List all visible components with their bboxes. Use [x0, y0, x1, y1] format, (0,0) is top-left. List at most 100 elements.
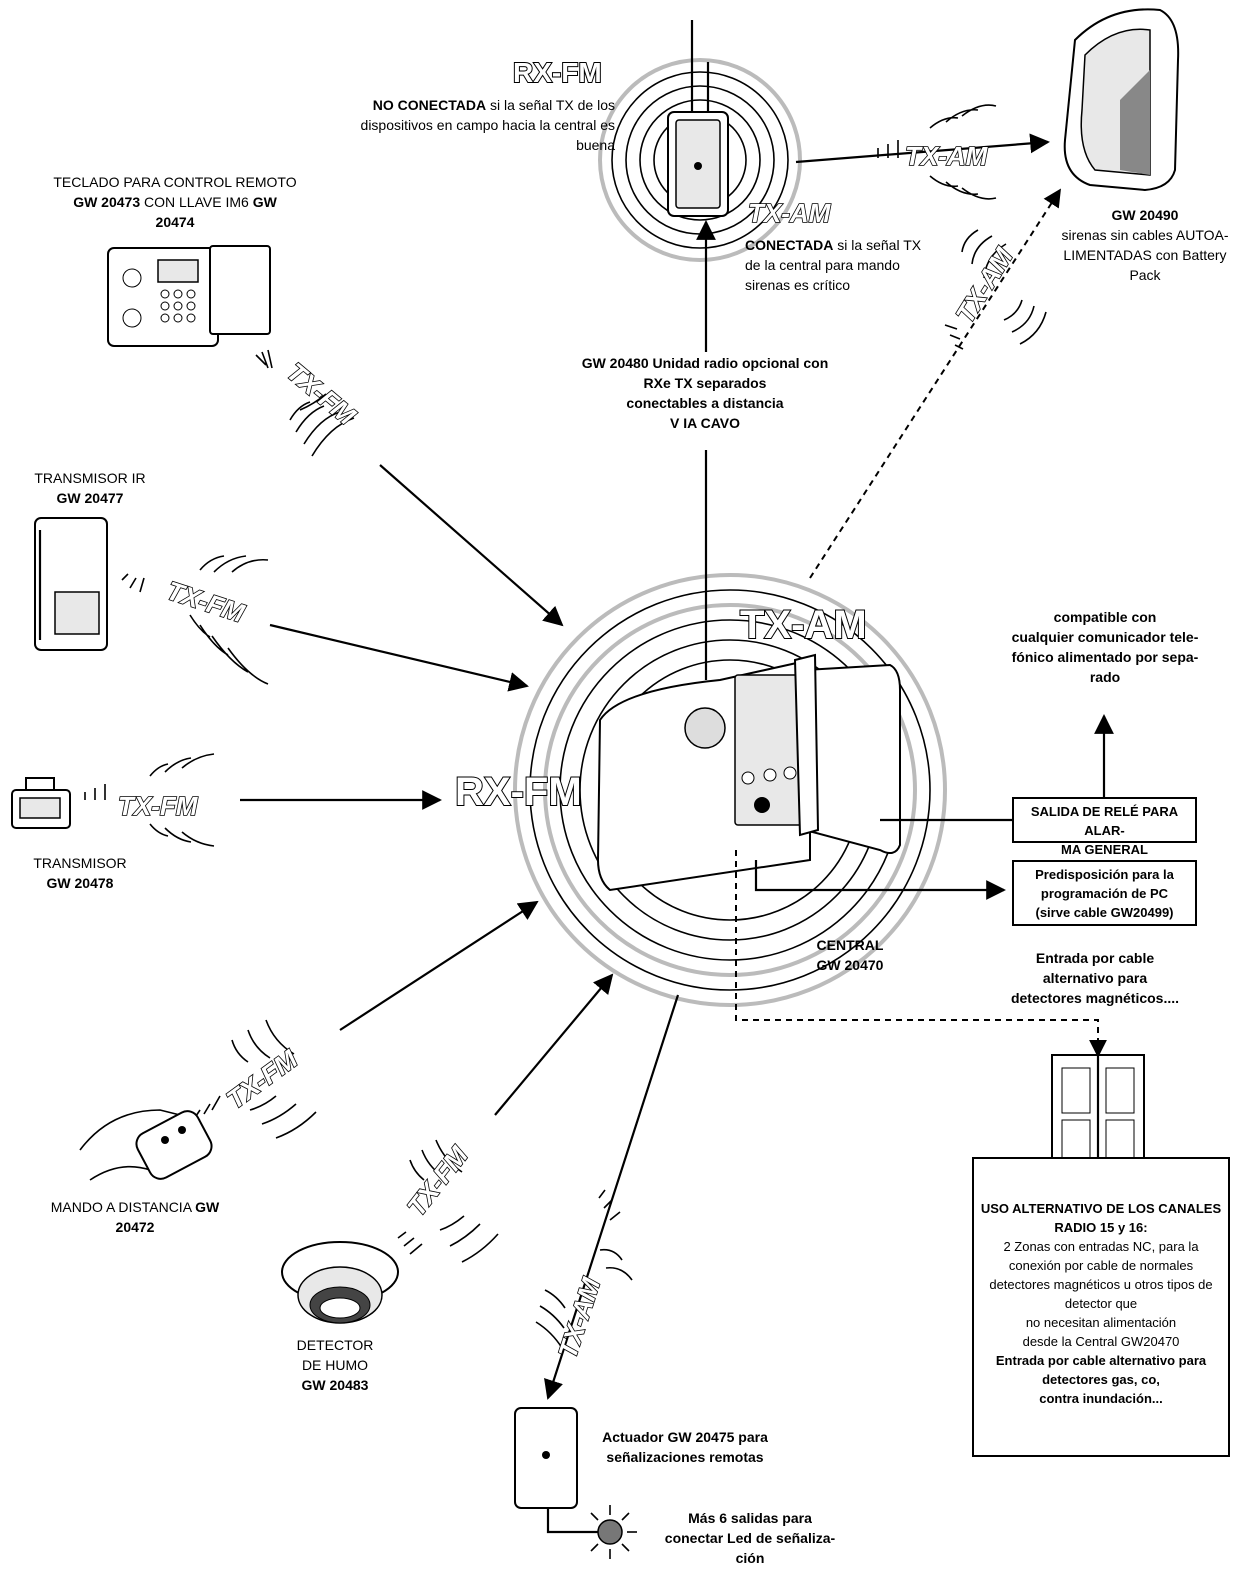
smoke-detector-label: DETECTOR DE HUMO GW 20483	[270, 1335, 400, 1395]
siren-code: GW 20490	[1111, 207, 1179, 223]
siren-label: GW 20490 sirenas sin cables AUTOA- LIMEN…	[1050, 205, 1240, 285]
remote-name: MANDO A DISTANCIA	[50, 1199, 196, 1215]
tx-am-tag-top: TX-AM	[748, 198, 832, 228]
tx-fm-tag-keypad: TX-FM	[281, 357, 362, 432]
cable-in-line2: alternativo para	[1042, 970, 1148, 986]
tx-am-tag-central: TX-AM	[740, 603, 867, 647]
alt-b3: contra inundación...	[1039, 1391, 1163, 1406]
rx-unit-note-text: si la señal TX de los dispositivos en ca…	[360, 97, 615, 153]
radio-waves	[84, 104, 1047, 1349]
actuator-out3: ción	[735, 1550, 765, 1566]
siren-device	[1063, 8, 1180, 192]
alt-title2: RADIO 15 y 16:	[1054, 1220, 1148, 1235]
cable-input-note: Entrada por cable alternativo para detec…	[985, 948, 1205, 1008]
siren-desc1: sirenas sin cables AUTOA-	[1061, 227, 1229, 243]
radio-unit-device	[667, 20, 729, 217]
tx-am-tag-siren: TX-AM	[905, 141, 989, 171]
smoke-code: GW 20483	[301, 1377, 369, 1393]
comm-line3: fónico alimentado por sepa-	[1011, 649, 1199, 665]
alternative-use-box: USO ALTERNATIVO DE LOS CANALES RADIO 15 …	[972, 1157, 1230, 1457]
alt-l3: detectores magnéticos u otros tipos de	[989, 1277, 1213, 1292]
radio-unit-line4: V IA CAVO	[669, 415, 740, 431]
actuator-line1: Actuador GW 20475 para	[602, 1429, 768, 1445]
radio-unit-line2: RXe TX separados	[643, 375, 767, 391]
transmitter-code: GW 20478	[46, 875, 114, 891]
alt-title1: USO ALTERNATIVO DE LOS CANALES	[980, 1201, 1222, 1216]
keypad-code1: GW 20473	[73, 194, 141, 210]
rx-unit-note: NO CONECTADA si la señal TX de los dispo…	[345, 95, 615, 155]
pc-line3: (sirve cable GW20499)	[1035, 905, 1174, 920]
door-device	[1051, 1054, 1145, 1171]
comm-line2: cualquier comunicador tele-	[1011, 629, 1199, 645]
ir-transmitter-label: TRANSMISOR IR GW 20477	[10, 468, 170, 508]
cable-in-line3: detectores magnéticos....	[1010, 990, 1180, 1006]
actuator-label: Actuador GW 20475 para señalizaciones re…	[585, 1427, 785, 1467]
rx-unit-connected-note: CONECTADA si la señal TX de la central p…	[745, 235, 935, 295]
ir-transmitter-name: TRANSMISOR IR	[34, 470, 146, 486]
smoke-detector-device	[281, 1241, 399, 1324]
central-label: CENTRAL GW 20470	[790, 935, 910, 975]
keypad-device	[107, 245, 271, 347]
rx-unit-note-bold: NO CONECTADA	[372, 97, 487, 113]
radio-unit-label: GW 20480 Unidad radio opcional con RXe T…	[560, 353, 850, 433]
tx-am-tag-actuator: TX-AM	[552, 1273, 606, 1362]
alt-l1: 2 Zonas con entradas NC, para la	[1003, 1239, 1199, 1254]
remote-label: MANDO A DISTANCIA GW 20472	[20, 1197, 250, 1237]
tx-fm-tag-remote: TX-FM	[221, 1043, 304, 1115]
alt-b1: Entrada por cable alternativo para	[995, 1353, 1207, 1368]
radio-unit-rings	[598, 58, 802, 262]
cable-in-line1: Entrada por cable	[1035, 950, 1155, 966]
transmitter-name: TRANSMISOR	[33, 855, 127, 871]
keypad-code2: GW	[252, 194, 277, 210]
actuator-line2: señalizaciones remotas	[606, 1449, 764, 1465]
tx-fm-tag-transmitter: TX-FM	[118, 791, 199, 821]
radio-unit-line3: conectables a distancia	[626, 395, 784, 411]
tx-fm-tag-smoke: TX-FM	[401, 1140, 474, 1222]
rx-fm-tag-top: RX-FM	[513, 57, 602, 88]
actuator-out1: Más 6 salidas para	[688, 1510, 812, 1526]
alt-l2: conexión por cable de normales	[1008, 1258, 1194, 1273]
smoke-line1: DETECTOR	[296, 1337, 374, 1353]
remote-control-device	[79, 1109, 213, 1181]
keypad-code3: 20474	[155, 214, 195, 230]
relay-output-box: SALIDA DE RELÉ PARA ALAR- MA GENERAL	[1012, 797, 1197, 857]
siren-desc2: LIMENTADAS con Battery	[1063, 247, 1227, 263]
rx-unit-connected-text: si la señal TX de la central para mando …	[745, 237, 922, 293]
alt-l5: no necesitan alimentación	[1025, 1315, 1177, 1330]
radio-unit-line1: GW 20480 Unidad radio opcional con	[581, 355, 829, 371]
pc-line2: programación de PC	[1040, 886, 1169, 901]
ir-transmitter-device	[34, 517, 108, 651]
actuator-device	[514, 1407, 637, 1559]
remote-code1: GW	[195, 1199, 220, 1215]
keypad-mid: CON LLAVE IM6	[140, 194, 253, 210]
pc-programming-box: Predisposición para la programación de P…	[1012, 860, 1197, 926]
relay-line1: SALIDA DE RELÉ PARA ALAR-	[1030, 804, 1179, 838]
transmitter-label: TRANSMISOR GW 20478	[0, 853, 160, 893]
smoke-line2: DE HUMO	[301, 1357, 369, 1373]
actuator-out2: conectar Led de señaliza-	[664, 1530, 836, 1546]
actuator-outputs-label: Más 6 salidas para conectar Led de señal…	[645, 1508, 855, 1568]
transmitter-device	[11, 777, 71, 829]
comm-line4: rado	[1089, 669, 1121, 685]
alt-l4: detector que	[1064, 1296, 1138, 1311]
ir-transmitter-code: GW 20477	[56, 490, 124, 506]
alt-l6: desde la Central GW20470	[1022, 1334, 1180, 1349]
central-code: GW 20470	[816, 957, 884, 973]
tx-fm-tag-ir: TX-FM	[163, 575, 249, 628]
rx-unit-connected-bold: CONECTADA	[745, 237, 834, 253]
connection-lines	[240, 133, 1114, 1400]
pc-line1: Predisposición para la	[1035, 867, 1174, 882]
remote-code2: 20472	[115, 1219, 155, 1235]
keypad-line1: TECLADO PARA CONTROL REMOTO	[53, 174, 297, 190]
communicator-note: compatible con cualquier comunicador tel…	[985, 607, 1225, 687]
alt-b2: detectores gas, co,	[1042, 1372, 1160, 1387]
central-name: CENTRAL	[816, 937, 884, 953]
keypad-label: TECLADO PARA CONTROL REMOTO GW 20473 CON…	[40, 172, 310, 232]
rx-fm-tag-central: RX-FM	[455, 770, 582, 814]
siren-desc3: Pack	[1129, 267, 1161, 283]
comm-line1: compatible con	[1053, 609, 1157, 625]
relay-line2: MA GENERAL	[1061, 842, 1148, 857]
central-unit-device	[596, 653, 901, 892]
